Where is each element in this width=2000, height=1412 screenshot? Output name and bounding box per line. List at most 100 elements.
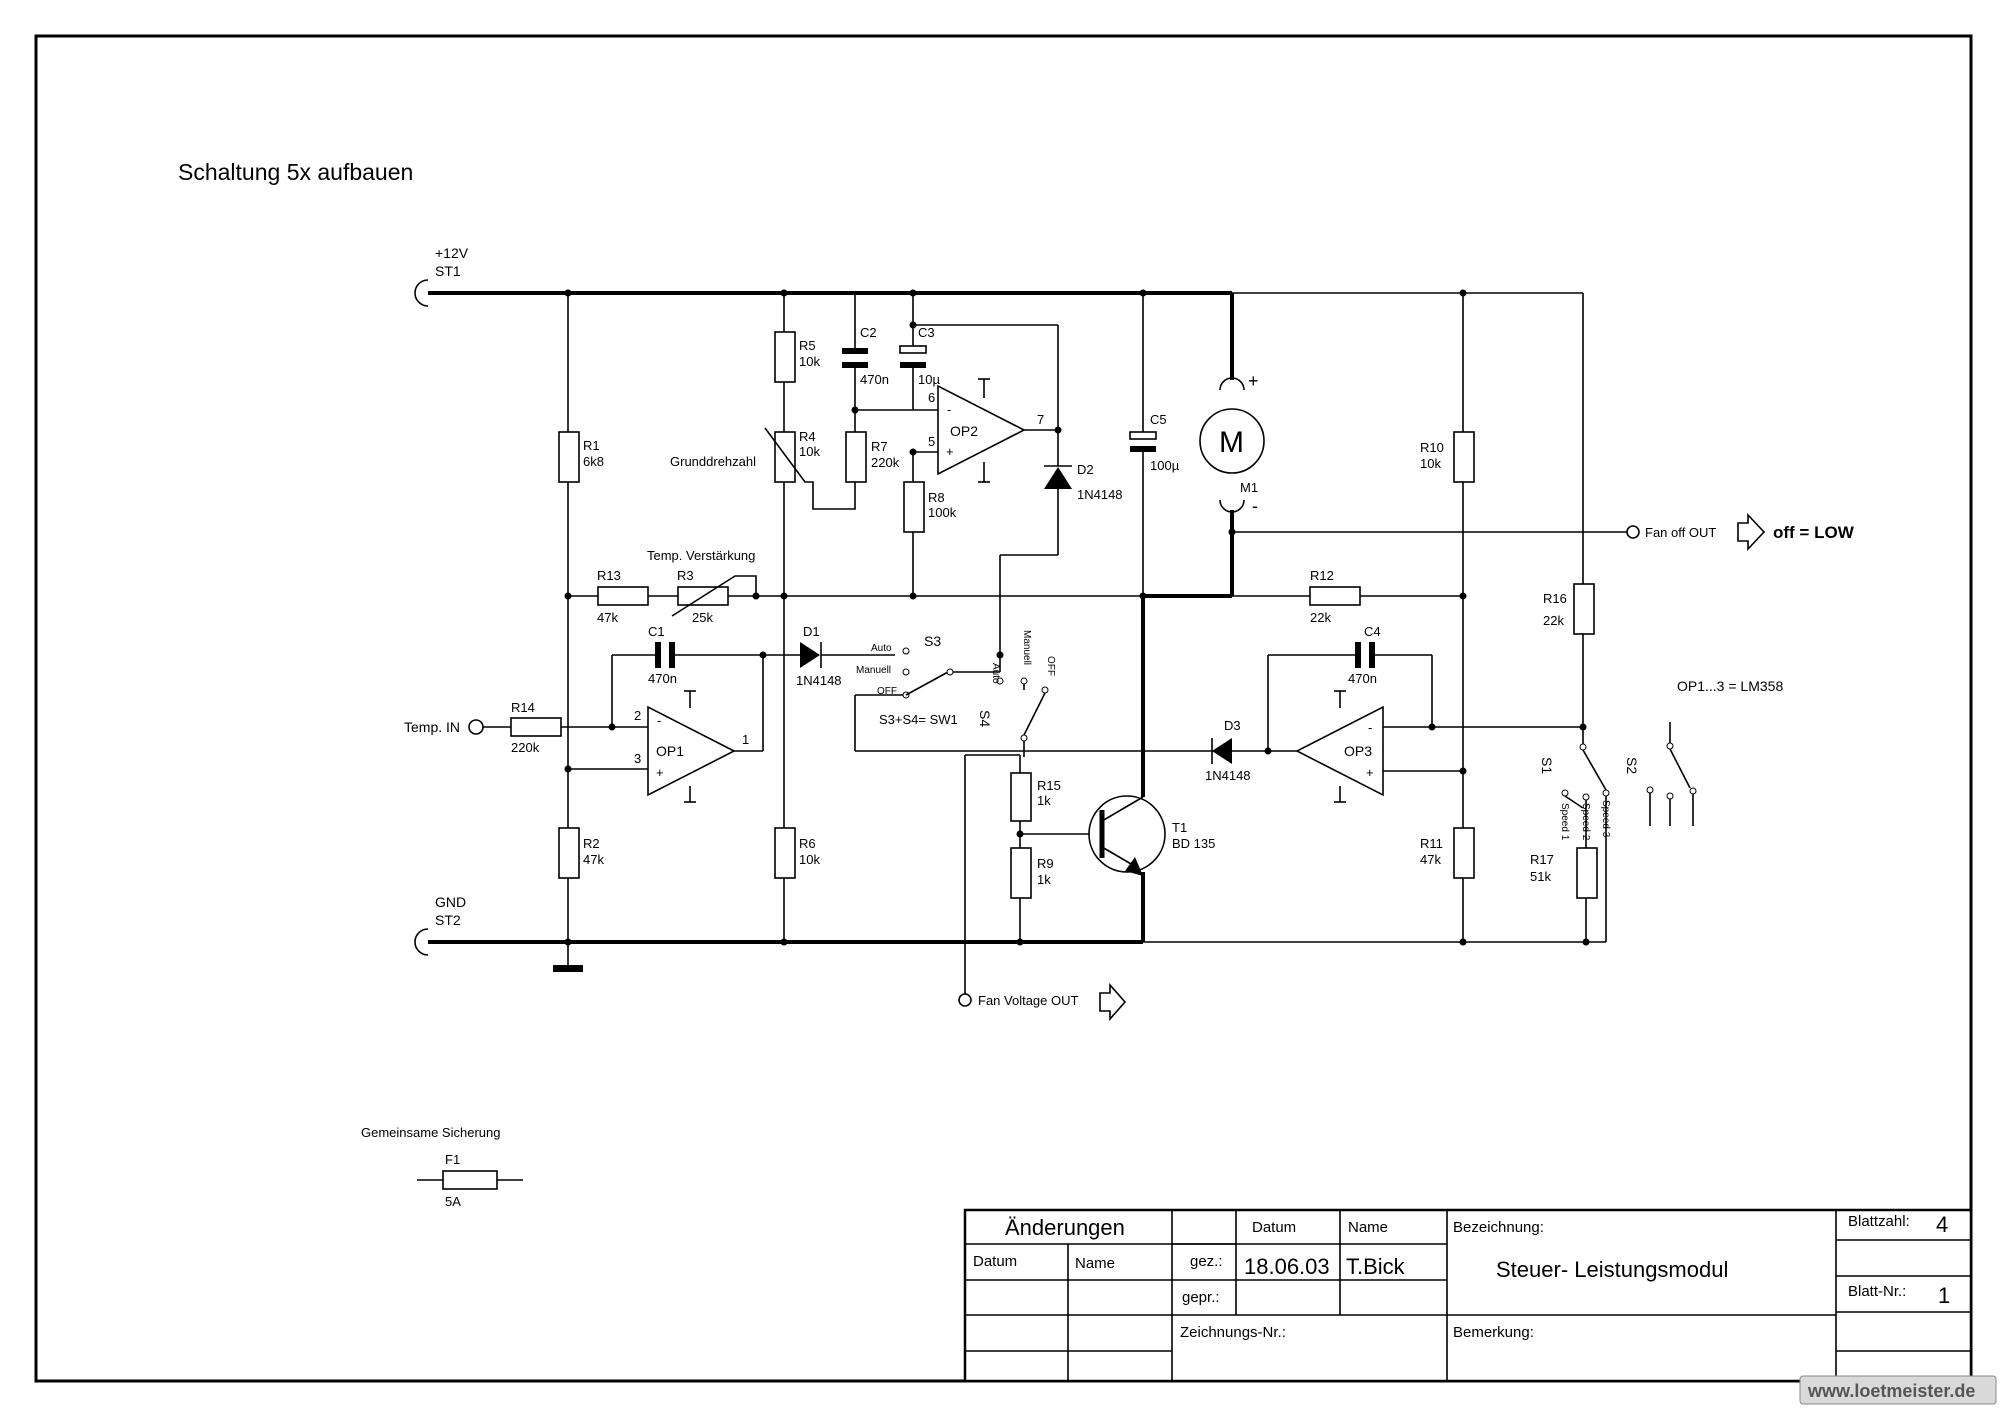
- r17-value: 51k: [1530, 869, 1551, 884]
- r11-name: R11: [1420, 836, 1443, 851]
- r1-name: R1: [583, 438, 600, 453]
- op2-opamp: [937, 384, 1026, 476]
- op1-opamp: [647, 705, 736, 797]
- d3-diode: [1212, 738, 1232, 764]
- s2-label: S2: [1624, 757, 1640, 774]
- fan-voltage-out-terminal-icon[interactable]: [958, 993, 972, 1007]
- r16-name: R16: [1543, 591, 1567, 606]
- c3-name: C3: [918, 325, 935, 340]
- tb-bezeichnung-label: Bezeichnung:: [1453, 1219, 1544, 1236]
- s3-s4-label: S3+S4= SW1: [879, 712, 958, 727]
- build-note: Schaltung 5x aufbauen: [178, 159, 413, 185]
- temp-input-stage: - +: [468, 293, 895, 942]
- tb-blattzahl: 4: [1936, 1212, 1948, 1237]
- s3-label: S3: [924, 633, 941, 649]
- r17-name: R17: [1530, 852, 1554, 867]
- r6-resistor: [774, 827, 796, 879]
- r4-value: 10k: [799, 444, 820, 459]
- op3-opamp: [1295, 705, 1384, 797]
- r11-resistor: [1453, 827, 1475, 879]
- r10-name: R10: [1420, 440, 1444, 455]
- r13-resistor: [597, 586, 649, 606]
- power-stage: M: [958, 293, 1766, 1022]
- d1-name: D1: [803, 624, 820, 639]
- op2-pin-out: 7: [1037, 412, 1044, 427]
- grunddrehzahl-label: Grunddrehzahl: [670, 454, 756, 469]
- t1-name: T1: [1172, 820, 1187, 835]
- r4-name: R4: [799, 429, 816, 444]
- tb-gez: gez.:: [1190, 1253, 1223, 1270]
- svg-text:-: -: [1252, 496, 1258, 516]
- s4-off-label: OFF: [1045, 656, 1056, 676]
- junction-dots: [564, 289, 1590, 946]
- fan-off-out-terminal-icon[interactable]: [1626, 525, 1640, 539]
- r2-name: R2: [583, 836, 600, 851]
- op2-label: OP2: [950, 423, 978, 439]
- d1-value: 1N4148: [796, 673, 842, 688]
- c5-capacitor: [1129, 431, 1157, 440]
- f1-value: 5A: [445, 1194, 461, 1209]
- r14-resistor: [510, 717, 562, 737]
- tb-gez-datum: 18.06.03: [1244, 1254, 1330, 1279]
- svg-text:+: +: [1366, 765, 1374, 780]
- gnd-label: GND: [435, 894, 466, 910]
- mode-switch-s3-s4[interactable]: [854, 647, 1231, 757]
- r5-value: 10k: [799, 354, 820, 369]
- r15-value: 1k: [1037, 793, 1051, 808]
- r6-value: 10k: [799, 852, 820, 867]
- tb-bezeichnung: Steuer- Leistungsmodul: [1496, 1257, 1728, 1282]
- m1-name: M1: [1240, 480, 1258, 495]
- off-low-label: off = LOW: [1773, 523, 1855, 542]
- op1-label: OP1: [656, 743, 684, 759]
- motor-symbol: M: [1219, 426, 1244, 459]
- fuse-title: Gemeinsame Sicherung: [361, 1125, 500, 1140]
- r10-value: 10k: [1420, 456, 1441, 471]
- r13-name: R13: [597, 568, 621, 583]
- r5-name: R5: [799, 338, 816, 353]
- svg-text:-: -: [1368, 720, 1372, 735]
- r4-potentiometer: [774, 431, 796, 483]
- c2-value: 470n: [860, 372, 889, 387]
- r15-resistor: [1010, 772, 1032, 822]
- base-speed-stage: - +: [764, 293, 1072, 942]
- t1-transistor: [1088, 795, 1166, 873]
- c4-capacitor: [1355, 642, 1361, 668]
- d2-name: D2: [1077, 462, 1094, 477]
- tb-name-header: Name: [1348, 1219, 1388, 1236]
- r3-value: 25k: [692, 610, 713, 625]
- r13-value: 47k: [597, 610, 618, 625]
- d2-value: 1N4148: [1077, 487, 1123, 502]
- r7-resistor: [845, 431, 867, 483]
- r6-name: R6: [799, 836, 816, 851]
- svg-text:+: +: [946, 444, 954, 459]
- r8-value: 100k: [928, 505, 957, 520]
- r8-resistor: [903, 481, 925, 533]
- r9-name: R9: [1037, 856, 1054, 871]
- tb-aend-name: Name: [1075, 1255, 1115, 1272]
- svg-text:-: -: [657, 713, 661, 728]
- op1-pin-noninv: 3: [634, 751, 641, 766]
- fan-voltage-out-arrow-icon: [1099, 982, 1127, 1022]
- tb-aend-datum: Datum: [973, 1253, 1017, 1270]
- f1-name: F1: [445, 1152, 460, 1167]
- temp-in-terminal-icon[interactable]: [468, 719, 484, 735]
- c2-capacitor: [842, 348, 868, 354]
- title-block: Änderungen Datum Name Datum Name gez.: g…: [963, 1208, 1973, 1383]
- op1-pin-inv: 2: [634, 708, 641, 723]
- s4-manuell-label: Manuell: [1021, 630, 1032, 665]
- r11-value: 47k: [1420, 852, 1441, 867]
- speed2-label: Speed 2: [1580, 803, 1591, 841]
- r16-value: 22k: [1543, 613, 1564, 628]
- speed3-label: Speed 3: [1600, 800, 1611, 838]
- r12-resistor: [1309, 586, 1361, 606]
- r1-value: 6k8: [583, 454, 604, 469]
- r3-name: R3: [677, 568, 694, 583]
- f1-fuse: [442, 1170, 498, 1190]
- r12-name: R12: [1310, 568, 1334, 583]
- component-labels: R1 6k8 R2 47k R13 47k R3 25k Temp. Verst…: [404, 325, 1855, 1008]
- r9-resistor: [1010, 847, 1032, 899]
- temp-verstaerkung-label: Temp. Verstärkung: [647, 548, 755, 563]
- t1-value: BD 135: [1172, 836, 1215, 851]
- c4-value: 470n: [1348, 671, 1377, 686]
